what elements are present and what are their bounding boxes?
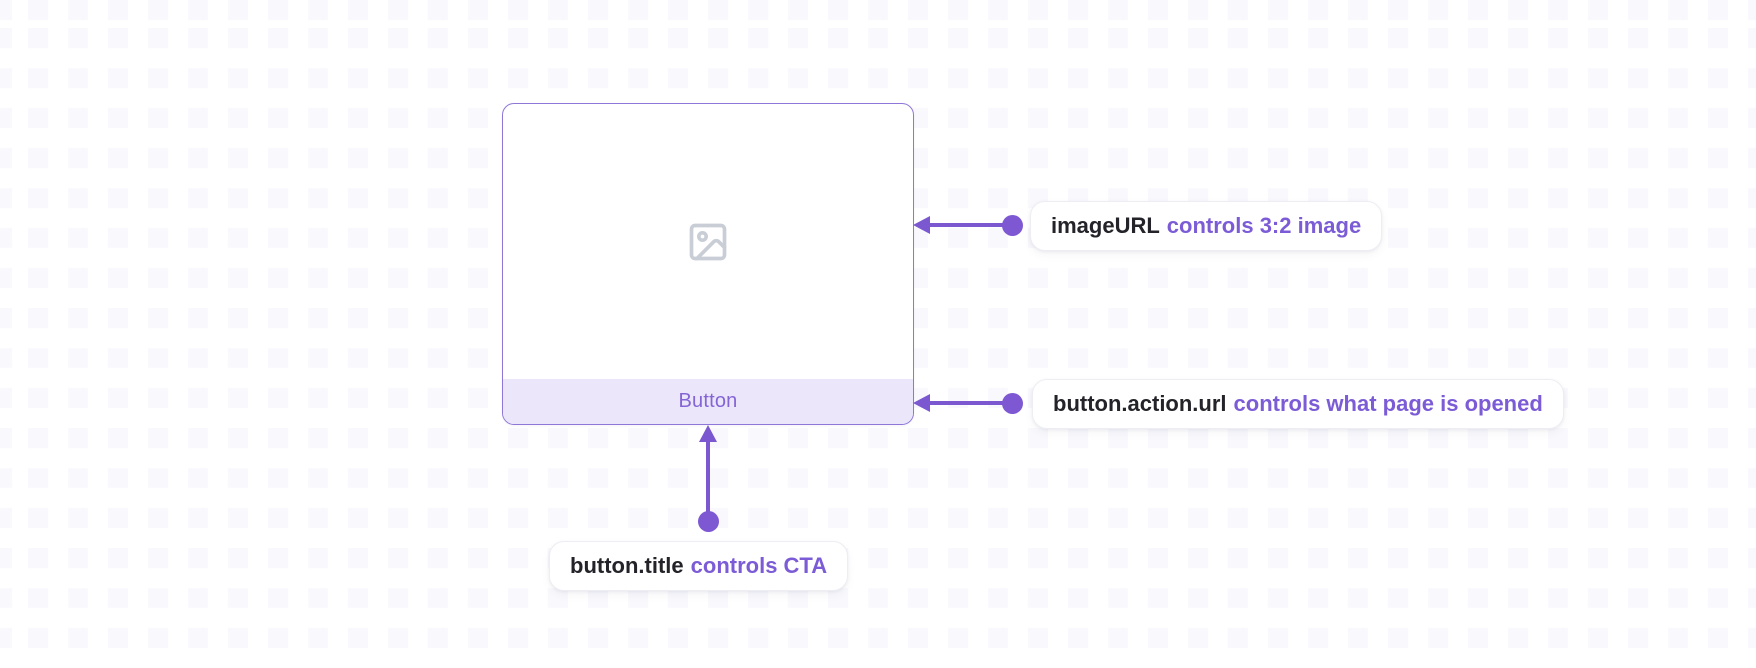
card-cta-button[interactable]: Button [503, 379, 913, 424]
annotation-field: imageURL [1051, 213, 1160, 238]
annotation-description: controls what page is opened [1233, 391, 1543, 416]
card-preview: Button [502, 103, 914, 425]
arrow-line [926, 223, 1006, 227]
arrowhead-left-icon [913, 394, 930, 412]
annotation-description: controls 3:2 image [1166, 213, 1362, 238]
arrowhead-left-icon [913, 216, 930, 234]
arrow-line [926, 401, 1006, 405]
arrow-dot [1002, 215, 1023, 236]
annotation-description: controls CTA [690, 553, 828, 578]
arrow-dot [698, 511, 719, 532]
annotation-field: button.action.url [1053, 391, 1227, 416]
annotation-field: button.title [570, 553, 684, 578]
card-image-placeholder [503, 104, 913, 379]
arrow-line [706, 439, 710, 515]
card-cta-label: Button [678, 390, 738, 412]
image-placeholder-icon [689, 223, 727, 260]
arrow-dot [1002, 393, 1023, 414]
arrowhead-up-icon [699, 425, 717, 442]
